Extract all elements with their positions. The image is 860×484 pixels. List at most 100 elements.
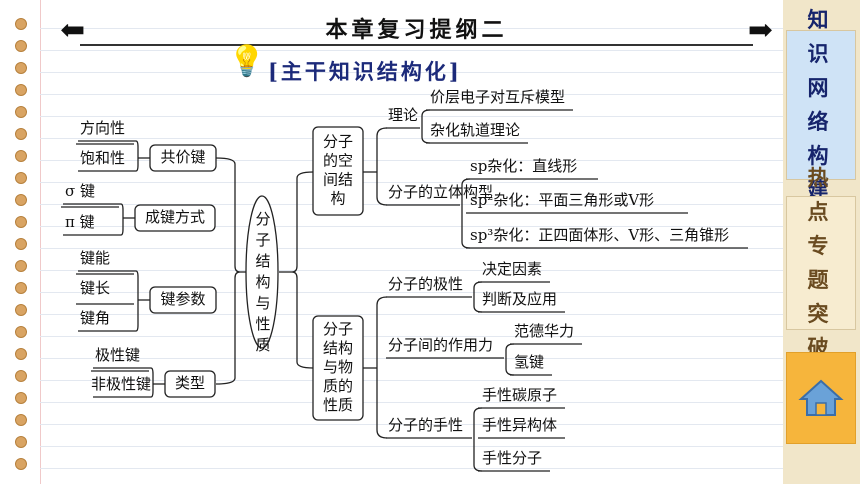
binder-ring [15, 106, 27, 118]
binder-ring [15, 238, 27, 250]
section-label: 分子 [323, 133, 353, 151]
child-bracket [78, 140, 139, 172]
binder-ring [15, 128, 27, 140]
section-label: 构 [330, 190, 345, 208]
ruled-line [40, 50, 783, 51]
tab-hot-topics[interactable]: 热点专题突破 [786, 165, 856, 360]
ruled-line [40, 270, 783, 271]
ruled-line [40, 380, 783, 381]
ruled-line [40, 424, 783, 425]
binder-ring [15, 304, 27, 316]
binder-ring [15, 436, 27, 448]
binder-ring [15, 414, 27, 426]
ruled-line [40, 28, 783, 29]
category-label: 共价键 [160, 148, 205, 166]
section-label: 结构 [323, 339, 353, 357]
binder-ring [15, 370, 27, 382]
right-arrow-icon[interactable]: ➡ [747, 13, 773, 48]
item-label: 决定因素 [482, 260, 542, 278]
root-label: 质 [255, 336, 270, 354]
binder-ring [15, 18, 27, 30]
home-icon [798, 379, 844, 416]
leaf-label: 饱和性 [80, 149, 125, 167]
left-arrow-icon[interactable]: ⬅ [60, 13, 86, 48]
right-main-bracket [291, 171, 314, 369]
leaf-label: σ 键 [65, 182, 95, 200]
leaf-label: 键角 [80, 309, 110, 327]
group-bracket [376, 296, 388, 439]
margin-rule [40, 0, 41, 484]
binder-ring [15, 40, 27, 52]
tab-knowledge-network-label: 知识网络构建 [807, 7, 835, 202]
binder-ring [15, 392, 27, 404]
tab-hot-topics-label: 热点专题突破 [807, 165, 835, 360]
ruled-line [40, 402, 783, 403]
category-label: 成键方式 [145, 208, 205, 226]
ruled-line [40, 138, 783, 139]
item-bracket [473, 281, 483, 313]
item-label: 手性分子 [482, 449, 542, 467]
ruled-line [40, 446, 783, 447]
tab-knowledge-network[interactable]: 知识网络构建 [786, 7, 856, 202]
section-label: 间结 [323, 171, 353, 189]
group-label: 分子的手性 [388, 416, 463, 434]
root-label: 构 [255, 273, 270, 291]
section-label: 的空 [323, 152, 353, 170]
root-label: 性 [255, 315, 270, 333]
binder-ring [15, 216, 27, 228]
ruled-line [40, 94, 783, 95]
item-bracket [473, 407, 483, 472]
notebook-paper [0, 0, 783, 484]
root-label: 子 [255, 231, 270, 249]
section-box [312, 126, 364, 216]
item-label: 手性异构体 [482, 416, 557, 434]
binder-ring [15, 194, 27, 206]
section-label: 与物 [323, 358, 353, 376]
binder-ring [15, 282, 27, 294]
left-main-bracket [215, 157, 241, 385]
child-bracket [93, 367, 154, 398]
section-label: 分子 [323, 320, 353, 338]
ruled-line [40, 468, 783, 469]
item-label: 氢键 [514, 353, 544, 371]
child-bracket [63, 203, 124, 236]
binder-ring [15, 172, 27, 184]
item-bracket [421, 109, 431, 144]
root-label: 与 [255, 294, 270, 312]
item-label: 价层电子对互斥模型 [430, 88, 565, 106]
binder-ring [15, 326, 27, 338]
item-label: 判断及应用 [482, 290, 557, 308]
home-button[interactable] [786, 352, 856, 444]
item-label: sp²杂化：平面三角形或V形 [470, 191, 654, 209]
binder-ring [15, 458, 27, 470]
root-label: 分 [255, 210, 270, 228]
item-label: sp杂化：直线形 [470, 157, 577, 175]
section-label: 性质 [323, 396, 353, 414]
ruled-line [40, 160, 783, 161]
leaf-label: 极性键 [95, 346, 140, 364]
light-bulb-icon: 💡 [228, 44, 266, 79]
item-bracket [505, 343, 515, 376]
group-label: 分子间的作用力 [388, 336, 493, 354]
root-label: 结 [255, 252, 270, 270]
item-bracket [461, 178, 471, 249]
ruled-line [40, 116, 783, 117]
leaf-label: 键长 [80, 279, 110, 297]
item-label: sp³杂化：正四面体形、V形、三角锥形 [470, 226, 729, 244]
leaf-label: 键能 [80, 249, 110, 267]
group-label: 理论 [388, 106, 418, 124]
binder-ring [15, 260, 27, 272]
binder-ring [15, 150, 27, 162]
category-label: 类型 [175, 374, 205, 392]
category-label: 键参数 [160, 290, 205, 308]
section-subtitle: [主干知识结构化] [268, 59, 462, 84]
item-label: 范德华力 [514, 322, 574, 340]
group-label: 分子的立体构型 [388, 183, 493, 201]
ruled-line [40, 314, 783, 315]
leaf-label: 方向性 [80, 119, 125, 137]
section-label: 质的 [323, 377, 353, 395]
group-bracket [376, 127, 388, 206]
binder-ring [15, 62, 27, 74]
